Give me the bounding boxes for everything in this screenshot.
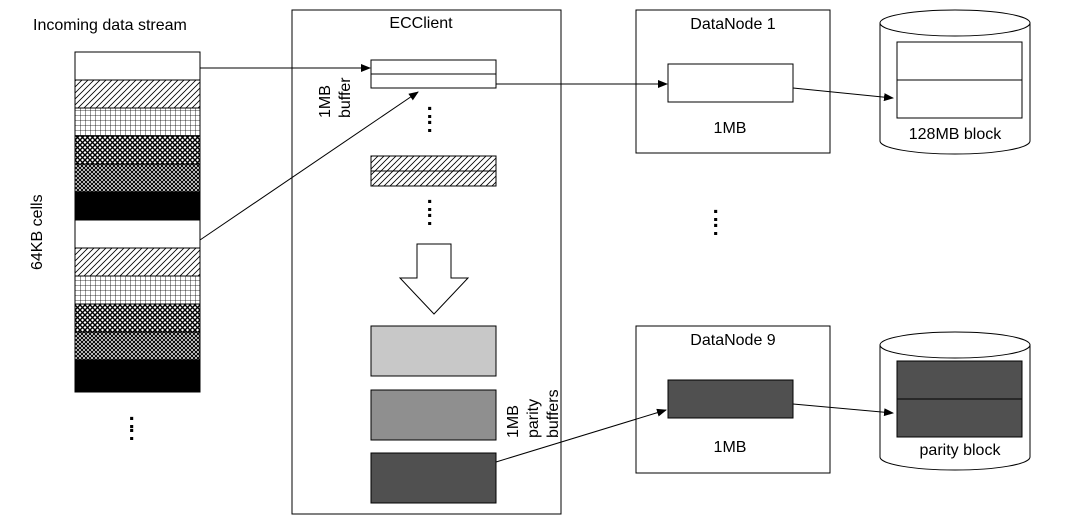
cell-12 xyxy=(74,359,201,393)
client-ellipsis-2b: : xyxy=(426,205,433,230)
client-buffer-2 xyxy=(370,155,497,187)
parity-label-line2: parity xyxy=(525,399,542,438)
arrow-datanode9-to-disk xyxy=(792,403,894,417)
parity-buffer-1 xyxy=(370,325,497,377)
node-ellipsis: : xyxy=(712,201,719,226)
buffer-label-line2: buffer xyxy=(337,77,354,118)
ecclient-box xyxy=(291,9,562,515)
parity-label-line3: buffers xyxy=(545,389,562,438)
parity-buffer-3 xyxy=(370,452,497,504)
datanode-9-buffer-label: 1MB xyxy=(714,439,747,456)
parity-label-line1: 1MB xyxy=(505,405,522,438)
cell-11 xyxy=(74,331,201,361)
block-label: 128MB block xyxy=(909,126,1002,143)
datanode-1-buffer xyxy=(667,63,794,103)
block-lower xyxy=(896,79,1023,119)
datanode-1-title: DataNode 1 xyxy=(690,16,775,33)
cell-2 xyxy=(74,79,201,109)
cell-7 xyxy=(74,219,201,249)
stream-ellipsis-2: : xyxy=(128,420,135,445)
parity-block-label: parity block xyxy=(920,442,1002,459)
cell-1 xyxy=(74,51,201,81)
node-ellipsis-b: : xyxy=(712,215,719,240)
parity-block-upper xyxy=(896,360,1023,400)
cell-4 xyxy=(74,135,201,165)
cell-8 xyxy=(74,247,201,277)
datanode-1-box xyxy=(635,9,831,154)
datanode-9-buffer xyxy=(667,379,794,419)
parity-block-lower xyxy=(896,398,1023,438)
stream-title: Incoming data stream xyxy=(33,17,187,34)
cell-9 xyxy=(74,275,201,305)
arrow-parity-to-datanode9 xyxy=(495,408,667,463)
datanode-9-title: DataNode 9 xyxy=(690,332,775,349)
datanode-1-buffer-label: 1MB xyxy=(714,120,747,137)
flow-arrows xyxy=(199,64,894,463)
ecclient-title: ECClient xyxy=(389,15,453,32)
datanode-9-box xyxy=(635,325,831,474)
cell-5 xyxy=(74,163,201,193)
cell-3 xyxy=(74,107,201,137)
cells-label: 64KB cells xyxy=(29,194,46,270)
arrow-datanode1-to-disk xyxy=(792,87,894,102)
encode-arrow xyxy=(398,243,470,315)
block-upper xyxy=(896,41,1023,81)
arrow-cell7-to-buffer xyxy=(199,91,419,241)
client-ellipsis-1b: : xyxy=(426,112,433,137)
stream-ellipsis: : xyxy=(128,408,135,433)
cell-6 xyxy=(74,191,201,221)
client-ellipsis-2: : xyxy=(426,191,433,216)
parity-buffer-2 xyxy=(370,389,497,441)
cell-10 xyxy=(74,303,201,333)
buffer-label-line1: 1MB xyxy=(317,85,334,118)
client-buffer-1 xyxy=(370,59,497,89)
data-stream-cells xyxy=(74,51,201,393)
disk-1 xyxy=(879,9,1031,155)
client-ellipsis-1: : xyxy=(426,98,433,123)
disk-2 xyxy=(879,331,1031,471)
